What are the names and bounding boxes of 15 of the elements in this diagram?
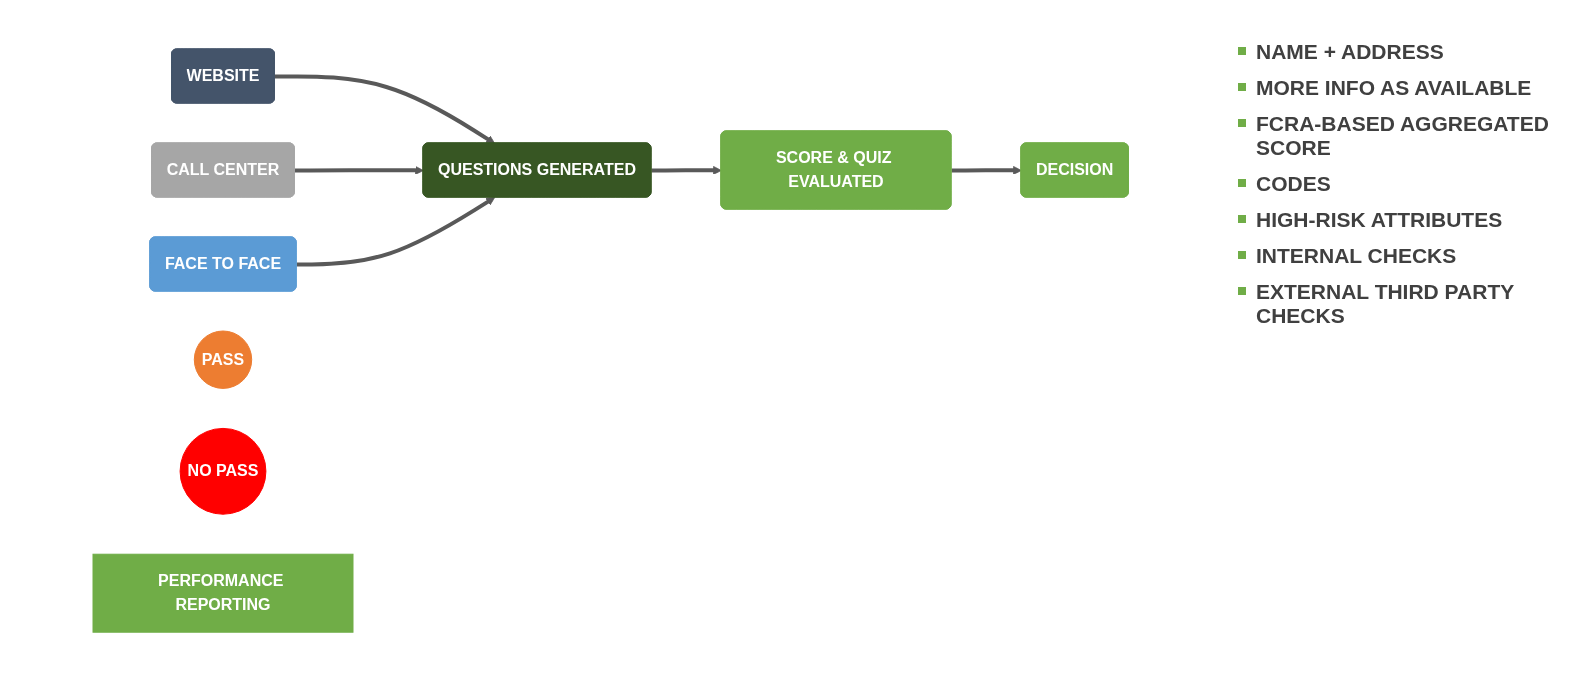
- arrow: [951, 166, 1023, 176]
- bullet-text: CODES: [1256, 172, 1331, 196]
- node-box: PERFORMANCE REPORTING: [92, 554, 354, 634]
- node-circle: NO PASS: [179, 428, 267, 516]
- bullet-text: HIGH-RISK ATTRIBUTES: [1256, 208, 1503, 232]
- bullet-text: MORE INFO AS AVAILABLE: [1256, 76, 1532, 100]
- bullet-text: FCRA-BASED AGGREGATED SCORE: [1256, 112, 1550, 160]
- bullet-text: NAME + ADDRESS: [1256, 40, 1444, 64]
- node-circle: PASS: [194, 330, 253, 390]
- arrow: [651, 166, 723, 176]
- bullet-text: INTERNAL CHECKS: [1256, 244, 1457, 268]
- arrow: [295, 166, 425, 176]
- arrow: [275, 74, 496, 145]
- arrow: [296, 197, 496, 267]
- bullet-text: EXTERNAL THIRD PARTY CHECKS: [1256, 280, 1515, 328]
